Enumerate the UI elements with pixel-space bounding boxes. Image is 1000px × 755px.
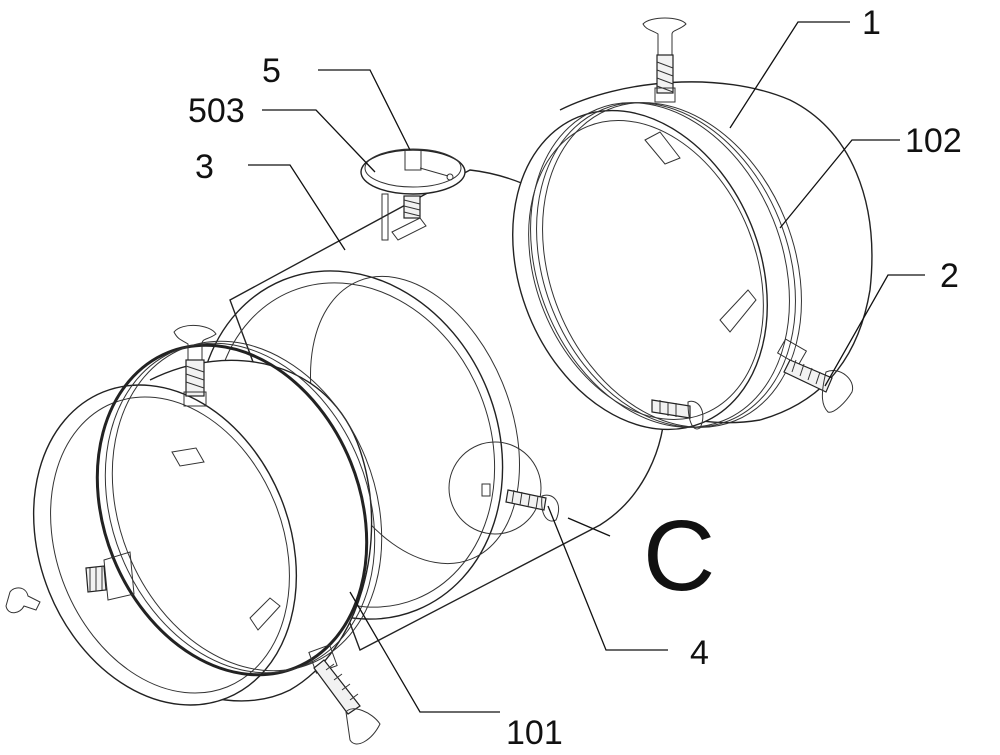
label-4: 4 bbox=[690, 634, 709, 672]
left-coupling-ring bbox=[32, 340, 383, 706]
t-handle-screw-icon bbox=[481, 483, 560, 522]
label-3: 3 bbox=[195, 148, 214, 186]
t-handle-screw-icon bbox=[5, 587, 41, 614]
t-handle-screw-icon bbox=[85, 551, 135, 601]
right-coupling-ring bbox=[512, 81, 873, 431]
t-handle-screw-icon bbox=[776, 338, 854, 413]
t-handle-screw-icon bbox=[173, 325, 217, 407]
t-handle-screw-icon bbox=[651, 399, 704, 430]
mounting-bracket-icon bbox=[644, 131, 681, 165]
mounting-bracket-icon bbox=[719, 289, 757, 333]
mounting-bracket-icon bbox=[171, 447, 205, 467]
label-5: 5 bbox=[262, 52, 281, 90]
leader-lines bbox=[248, 21, 925, 713]
label-101: 101 bbox=[506, 714, 563, 752]
label-503: 503 bbox=[188, 92, 245, 130]
label-1: 1 bbox=[862, 4, 881, 42]
top-disc-fixture bbox=[360, 148, 466, 241]
label-102: 102 bbox=[905, 122, 962, 160]
t-handle-screw-icon bbox=[308, 644, 381, 745]
mounting-bracket-icon bbox=[249, 597, 281, 631]
detail-c-circle bbox=[448, 441, 542, 535]
detail-label-c: C bbox=[643, 500, 715, 612]
label-2: 2 bbox=[940, 257, 959, 295]
t-handle-screw-icon bbox=[642, 17, 687, 103]
